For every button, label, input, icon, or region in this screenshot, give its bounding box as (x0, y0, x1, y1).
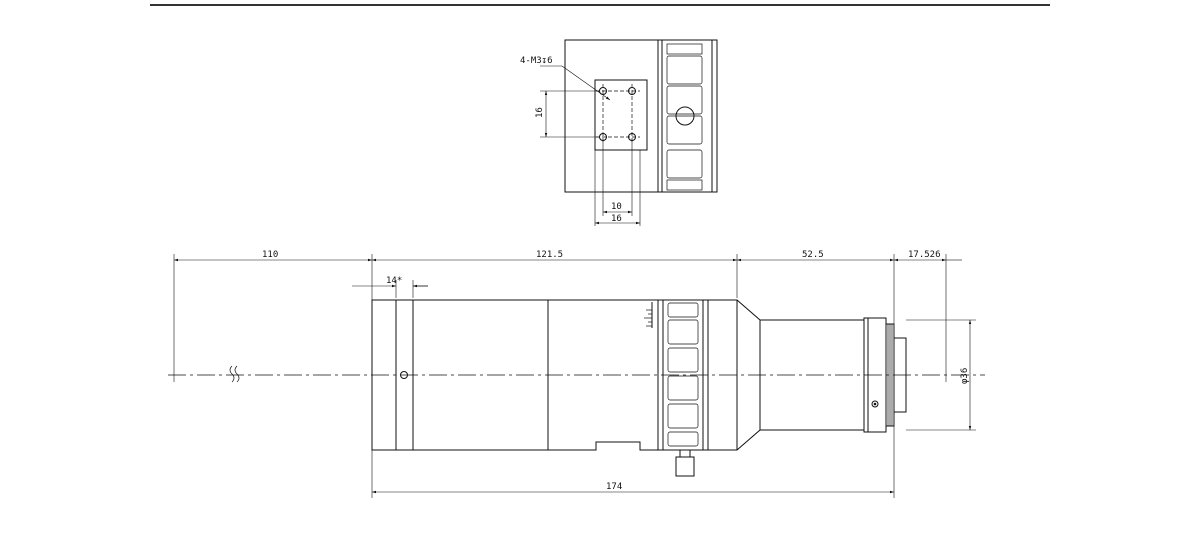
lock-screw-circle (675, 106, 695, 126)
top-view-body (564, 39, 718, 193)
dim-overall-length: 174 (606, 482, 622, 492)
dim-hole-spacing-small: 10 (611, 202, 622, 212)
dim-body-length: 121.5 (536, 250, 563, 260)
lock-screw-knob (675, 456, 695, 477)
dim-mount-extension: 17.526 (908, 250, 941, 260)
scale-markings (644, 302, 653, 328)
dim-working-distance: 110 (262, 250, 278, 260)
dim-front-section: 52.5 (802, 250, 824, 260)
break-symbol (229, 365, 240, 383)
dim-hole-vertical: 16 (535, 107, 545, 118)
mounting-holes (596, 84, 640, 144)
top-view: 4-M3↧6 16 10 16 (520, 39, 718, 226)
side-ring-segments (667, 302, 699, 447)
dim-hole-spacing-large: 16 (611, 214, 622, 224)
hole-callout-label: 4-M3↧6 (520, 56, 553, 66)
front-screw (871, 400, 879, 408)
focus-ring-segments (666, 43, 703, 191)
side-focus-ring (657, 299, 709, 451)
mounting-plate (594, 79, 648, 151)
rear-screw (400, 371, 408, 379)
dim-diameter: φ36 (960, 368, 970, 384)
side-view: 110 121.5 52.5 17.526 14* 174 φ36 (168, 250, 985, 498)
dim-ring-width: 14* (386, 276, 402, 286)
